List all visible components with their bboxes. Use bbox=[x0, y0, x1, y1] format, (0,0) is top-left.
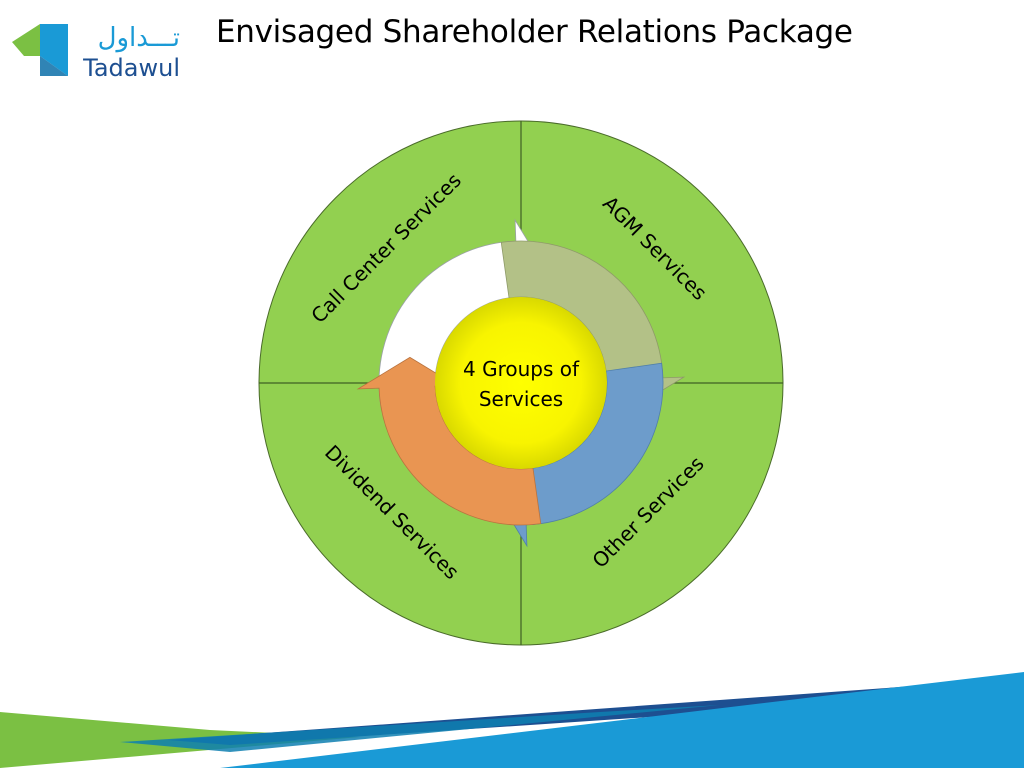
center-label-line1: 4 Groups of bbox=[463, 357, 580, 381]
logo-mark-green bbox=[12, 24, 40, 56]
tadawul-logo: تـــداول Tadawul bbox=[12, 23, 180, 82]
logo-mark-dark bbox=[40, 56, 68, 76]
center-label-line2: Services bbox=[479, 387, 563, 411]
logo-arabic-text: تـــداول bbox=[98, 23, 180, 53]
footer-blue-swoosh bbox=[220, 672, 1024, 768]
logo-mark-blue bbox=[40, 24, 68, 76]
footer-teal-band bbox=[120, 705, 720, 752]
logo-latin-text: Tadawul bbox=[82, 54, 180, 82]
center-circle bbox=[435, 297, 607, 469]
slide-title: Envisaged Shareholder Relations Package bbox=[216, 14, 853, 50]
